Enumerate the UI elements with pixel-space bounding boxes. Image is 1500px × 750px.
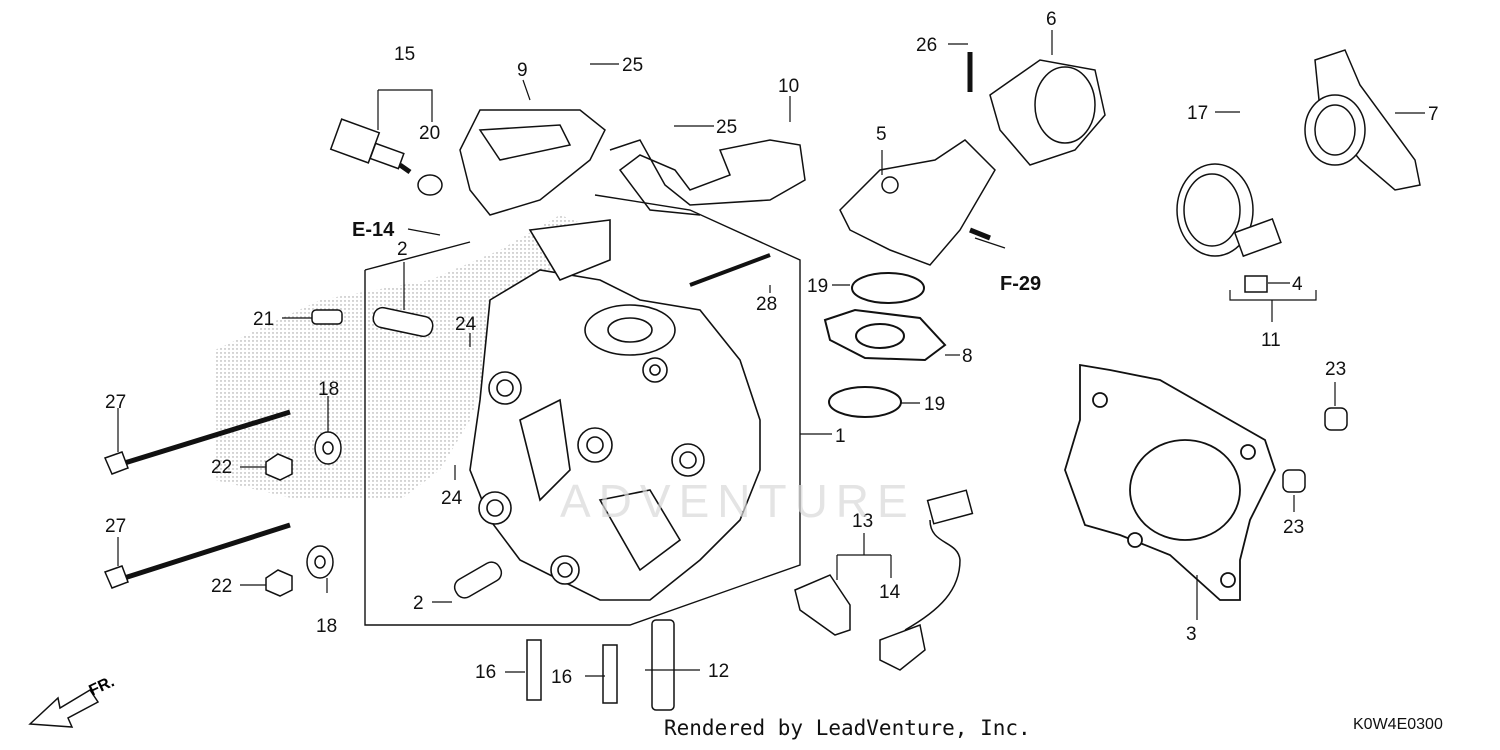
callout-25b: 25 — [716, 117, 737, 138]
callout-11: 11 — [1261, 330, 1281, 351]
leader-lines — [117, 30, 1425, 677]
band-11 — [1176, 163, 1282, 293]
callout-4: 4 — [1292, 274, 1303, 295]
callout-1: 1 — [835, 426, 846, 447]
callout-2: 2 — [397, 239, 408, 260]
sensor-15 — [329, 118, 443, 196]
callout-3: 3 — [1186, 624, 1197, 645]
callout-24: 24 — [455, 314, 477, 335]
callout-24b: 24 — [441, 488, 463, 509]
insulator-7 — [1304, 49, 1421, 191]
callout-27b: 27 — [105, 516, 126, 537]
callout-23b: 23 — [1283, 517, 1304, 538]
callout-12: 12 — [708, 661, 729, 682]
diagram-code: K0W4E0300 — [1353, 716, 1443, 733]
callout-16b: 16 — [551, 667, 572, 688]
bolt-28 — [689, 253, 771, 287]
bracket — [609, 139, 806, 216]
callout-labels: 1 2 2 3 4 5 6 7 8 9 10 11 12 13 14 15 16… — [105, 9, 1439, 688]
dowels-23 — [1282, 407, 1348, 493]
callout-7: 7 — [1428, 104, 1439, 125]
joint-6 — [989, 59, 1106, 166]
callout-2b: 2 — [413, 593, 424, 614]
render-credit: Rendered by LeadVenture, Inc. — [664, 716, 1031, 740]
callout-6: 6 — [1046, 9, 1057, 30]
gaskets — [823, 272, 947, 418]
stud-bolts — [103, 409, 291, 589]
callout-20: 20 — [419, 123, 440, 144]
cross-ref-e14[interactable]: E-14 — [352, 219, 395, 241]
callout-22b: 22 — [211, 576, 232, 597]
callout-19b: 19 — [924, 394, 945, 415]
callout-15: 15 — [394, 44, 415, 65]
watermark: ADVENTURE — [560, 475, 916, 527]
callout-25: 25 — [622, 55, 643, 76]
callout-22: 22 — [211, 457, 232, 478]
callout-23: 23 — [1325, 359, 1346, 380]
spark-plug-studs — [526, 619, 675, 711]
callout-5: 5 — [876, 124, 887, 145]
callout-18: 18 — [318, 379, 339, 400]
callout-14: 14 — [879, 582, 901, 603]
callout-27: 27 — [105, 392, 126, 413]
callout-17: 17 — [1187, 103, 1208, 124]
callout-13: 13 — [852, 511, 873, 532]
callout-9: 9 — [517, 60, 528, 81]
sensor-13 — [794, 489, 974, 671]
nuts-washers — [265, 431, 342, 597]
cross-ref-f29[interactable]: F-29 — [1000, 273, 1041, 295]
head-cover — [459, 109, 606, 216]
direction-label: FR. — [87, 673, 118, 699]
shaded-region — [215, 215, 600, 500]
callout-19: 19 — [807, 276, 828, 297]
callout-10: 10 — [778, 76, 799, 97]
callout-8: 8 — [962, 346, 973, 367]
callout-16: 16 — [475, 662, 496, 683]
callout-21: 21 — [253, 309, 274, 330]
callout-26: 26 — [916, 35, 937, 56]
assembly-frame — [364, 194, 801, 626]
insulator-5 — [839, 139, 996, 266]
cylinder-head — [469, 219, 761, 601]
front-direction-arrow: FR. — [28, 673, 118, 728]
small-fasteners — [311, 306, 503, 599]
callout-28: 28 — [756, 294, 777, 315]
cylinder-gasket — [1064, 363, 1276, 601]
callout-18b: 18 — [316, 616, 337, 637]
